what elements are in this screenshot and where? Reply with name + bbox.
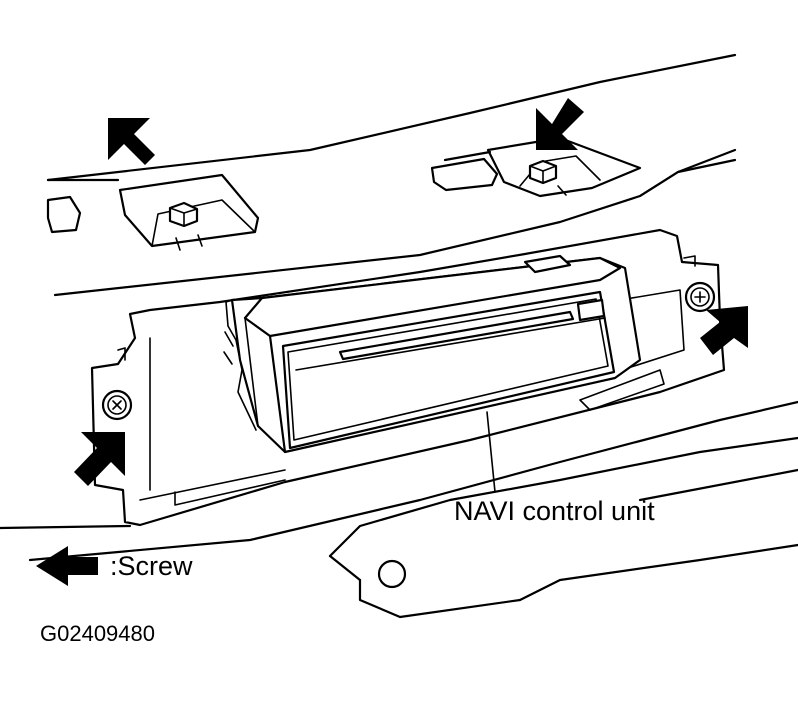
navi-leader-line [486,411,496,493]
lower-console [0,400,798,619]
upper-right-screw-recess [486,136,642,198]
arrow-icon-upper-left [108,118,160,165]
screw-right [684,281,716,313]
screw-legend-text: :Screw [110,551,193,581]
screw-left [101,389,133,421]
arrow-icon-upper-right [536,98,584,150]
navi-unit [223,254,642,454]
dash-panel [46,53,737,297]
screw-upper-left [168,201,199,228]
navi-control-unit-label: NAVI control unit [454,496,655,526]
arrow-icon [36,546,98,586]
upper-left-screw-recess [118,173,260,251]
figure-code: G02409480 [40,621,155,646]
arrow-icon-right [700,306,748,355]
screw-upper-right [528,159,558,185]
arrow-icon-lower-left [74,432,125,486]
